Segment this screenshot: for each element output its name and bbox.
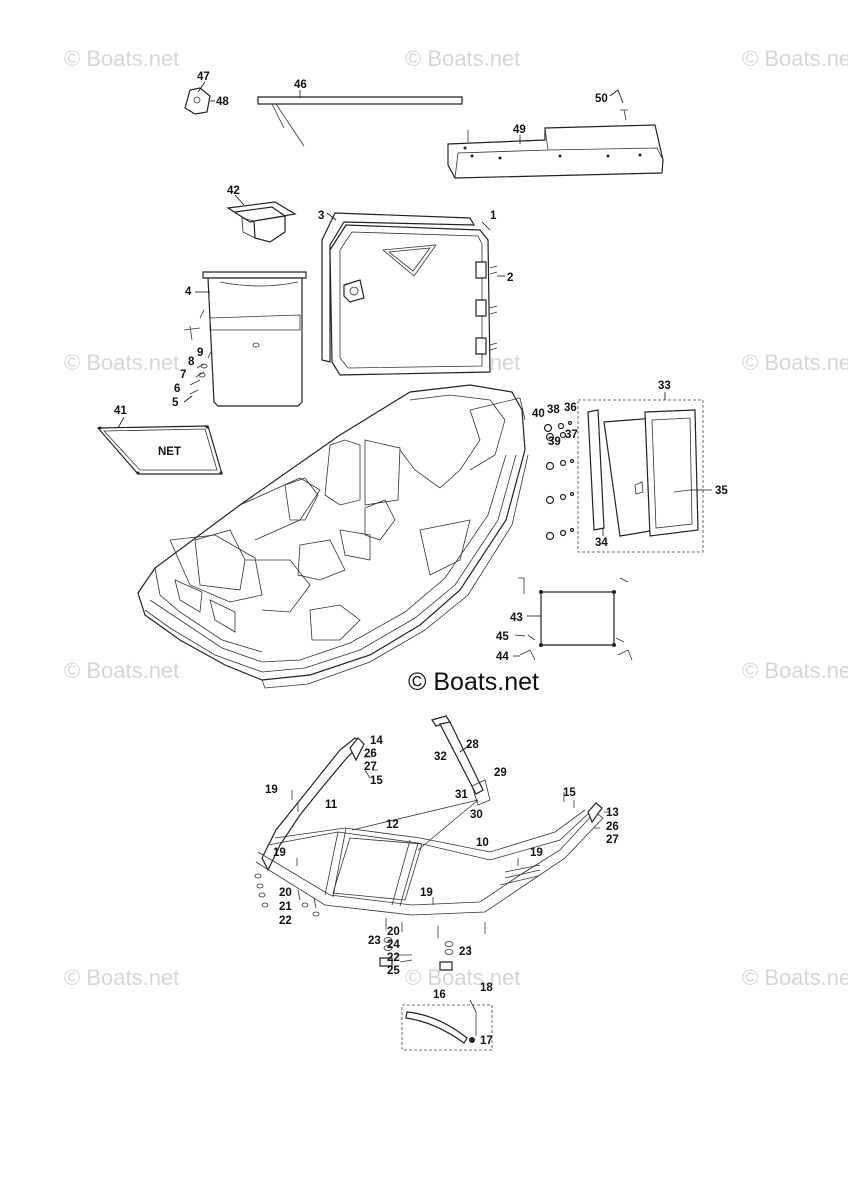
part-bracket-47	[184, 81, 215, 115]
callout-26: 26	[606, 821, 619, 833]
callout-8: 8	[188, 356, 195, 368]
callout-15: 15	[563, 787, 576, 799]
part-door-1	[329, 221, 491, 376]
callout-11: 11	[325, 799, 338, 811]
callout-19: 19	[530, 847, 543, 859]
callout-48: 48	[216, 96, 229, 108]
callout-4: 4	[185, 286, 192, 298]
callout-19: 19	[273, 847, 286, 859]
watermark: © Boats.net	[405, 965, 520, 990]
part-rod-46	[257, 90, 463, 147]
part-door-3	[321, 212, 476, 363]
part-screw-50	[609, 89, 628, 121]
callout-47: 47	[197, 71, 210, 83]
part-bin-4	[195, 271, 307, 407]
part-net-41: NET	[96, 416, 223, 475]
callout-15: 15	[370, 775, 383, 787]
callout-29: 29	[494, 767, 507, 779]
callout-41: 41	[114, 405, 127, 417]
part-trim-16	[401, 999, 493, 1051]
callout-38: 38	[547, 404, 560, 416]
part-brackets-13-14	[349, 737, 610, 829]
watermark: © Boats.net	[742, 965, 848, 990]
callout-25: 25	[387, 965, 400, 977]
watermark: © Boats.net	[742, 350, 848, 375]
boat-hull	[137, 384, 529, 689]
watermark: © Boats.net	[64, 965, 179, 990]
callout-12: 12	[386, 819, 399, 831]
callout-19: 19	[420, 887, 433, 899]
callout-35: 35	[715, 485, 728, 497]
callout-21: 21	[279, 901, 292, 913]
callout-20: 20	[279, 887, 292, 899]
watermark: © Boats.net	[405, 46, 520, 71]
callout-40: 40	[532, 408, 545, 420]
part-panel-43	[513, 577, 633, 661]
callout-27: 27	[606, 834, 619, 846]
callout-33: 33	[658, 380, 671, 392]
callout-42: 42	[227, 185, 240, 197]
callout-26: 26	[364, 748, 377, 760]
callout-22: 22	[387, 952, 400, 964]
watermark: © Boats.net	[64, 350, 179, 375]
callout-17: 17	[480, 1035, 493, 1047]
callout-7: 7	[180, 369, 186, 381]
callout-43: 43	[510, 612, 523, 624]
callout-37: 37	[565, 429, 578, 441]
callout-3: 3	[318, 210, 324, 222]
part-strut-28	[351, 715, 491, 851]
callout-5: 5	[172, 397, 179, 409]
callout-16: 16	[433, 989, 446, 1001]
callout-36: 36	[564, 402, 577, 414]
center-watermark: © Boats.net	[408, 668, 539, 696]
callout-34: 34	[595, 537, 608, 549]
callout-30: 30	[470, 809, 483, 821]
callout-46: 46	[294, 79, 307, 91]
part-hatch-33	[577, 392, 712, 553]
callout-22: 22	[279, 915, 292, 927]
callout-19: 19	[265, 784, 278, 796]
watermark: © Boats.net	[64, 658, 179, 683]
callout-45: 45	[496, 631, 509, 643]
callout-6: 6	[174, 383, 180, 395]
part-fasteners-36-40	[543, 420, 575, 541]
callout-24: 24	[387, 939, 400, 951]
part-tray-42	[226, 194, 297, 243]
callout-10: 10	[476, 837, 489, 849]
callout-9: 9	[197, 347, 203, 359]
callout-31: 31	[455, 789, 468, 801]
callout-44: 44	[496, 651, 509, 663]
callout-23: 23	[459, 946, 472, 958]
callout-1: 1	[490, 210, 497, 222]
callout-18: 18	[480, 982, 493, 994]
part-hinges-2	[475, 261, 505, 355]
callout-2: 2	[507, 272, 513, 284]
callout-27: 27	[364, 761, 377, 773]
watermark: © Boats.net	[742, 658, 848, 683]
callout-32: 32	[434, 751, 447, 763]
callout-13: 13	[606, 807, 619, 819]
callout-50: 50	[595, 93, 608, 105]
net-label: NET	[158, 446, 181, 458]
watermark: © Boats.net	[64, 46, 179, 71]
watermark: © Boats.net	[742, 46, 848, 71]
callout-39: 39	[548, 436, 561, 448]
callout-14: 14	[370, 735, 383, 747]
callout-20: 20	[387, 926, 400, 938]
callout-numbers: 1 2 3 4 5 6 7 8 9 10 11 12 13 14 15 15 1…	[114, 71, 728, 1047]
callout-23: 23	[368, 935, 381, 947]
part-hardware-windshield	[254, 790, 575, 971]
callout-49: 49	[513, 124, 526, 136]
callout-28: 28	[466, 739, 479, 751]
part-hardware-5-9	[183, 309, 213, 403]
part-panel-49	[447, 124, 664, 179]
